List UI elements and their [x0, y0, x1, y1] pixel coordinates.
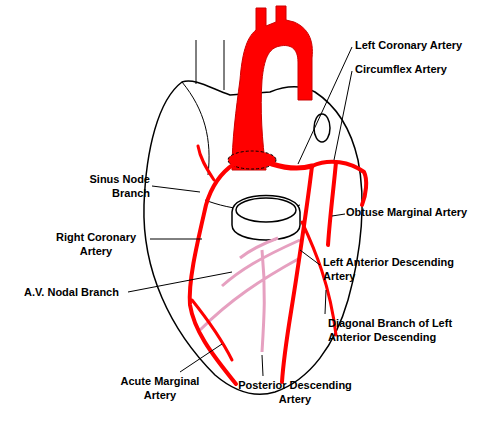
artery-label: Left Coronary Artery [355, 38, 485, 52]
leader-line [152, 186, 200, 192]
artery-label: Right Coronary Artery [44, 230, 148, 258]
leader-line [262, 355, 263, 376]
leader-line [332, 214, 345, 216]
artery-label: Obtuse Marginal Artery [346, 205, 486, 219]
artery-label: Acute Marginal Artery [110, 374, 210, 402]
aortic-root [228, 151, 276, 169]
leader-line [300, 250, 320, 265]
artery-label: Diagonal Branch of Left Anterior Descend… [328, 316, 468, 344]
left-coronary-artery [272, 164, 312, 168]
artery-label: Sinus Node Branch [72, 172, 150, 200]
leader-line [128, 272, 232, 292]
pulmonary-opening [236, 198, 296, 222]
artery-label: Posterior Descending Artery [230, 378, 360, 406]
atrium-contour [182, 82, 209, 175]
leader-line [298, 47, 352, 164]
aorta [232, 6, 312, 170]
artery-label: Left Anterior Descending Artery [323, 255, 483, 283]
left-anterior-descending-artery [282, 166, 312, 382]
obtuse-marginal-artery [328, 162, 336, 245]
artery-label: A.V. Nodal Branch [24, 285, 130, 299]
vena-cava [196, 40, 224, 90]
leader-lines [128, 47, 352, 376]
pulmonary-trunk [232, 196, 300, 241]
sinus-node-branch [198, 146, 214, 180]
leader-line [180, 344, 222, 372]
artery-label: Circumflex Artery [355, 62, 485, 76]
circumflex-artery [312, 162, 366, 205]
pulmonary-vein [314, 114, 330, 142]
leader-line [334, 71, 352, 160]
right-coronary-artery [190, 164, 236, 384]
leader-line [150, 239, 202, 240]
av-nodal-branch [222, 238, 300, 286]
leader-line [325, 290, 326, 314]
